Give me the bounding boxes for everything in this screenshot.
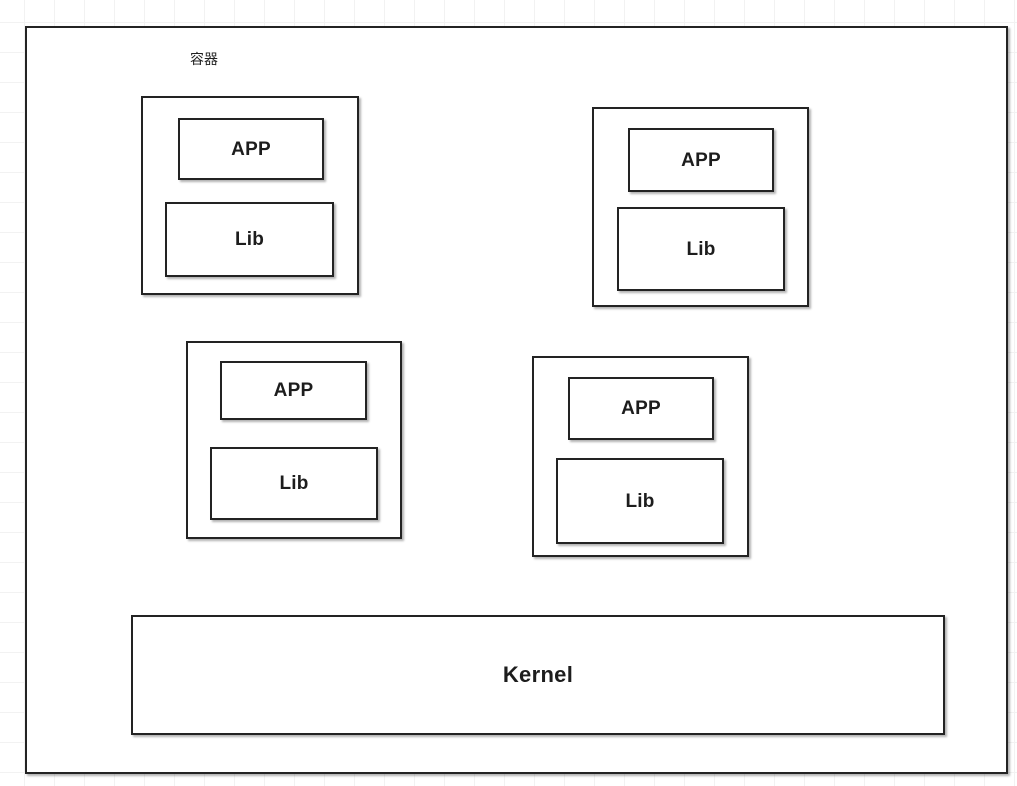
app-label-3: APP [273, 380, 314, 401]
lib-box-2[interactable]: Lib [617, 207, 785, 291]
lib-label-2: Lib [686, 238, 716, 260]
app-label-4: APP [621, 398, 661, 419]
app-label-1: APP [231, 138, 271, 160]
lib-label-4: Lib [625, 490, 655, 512]
lib-box-1[interactable]: Lib [165, 202, 334, 277]
lib-box-4[interactable]: Lib [556, 458, 724, 544]
container-caption-label: 容器 [190, 51, 218, 67]
kernel-label: Kernel [502, 662, 574, 687]
app-box-3[interactable]: APP [220, 361, 367, 420]
app-box-1[interactable]: APP [178, 118, 324, 180]
lib-box-3[interactable]: Lib [210, 447, 378, 520]
app-box-4[interactable]: APP [568, 377, 714, 440]
app-label-2: APP [681, 149, 721, 171]
lib-label-1: Lib [234, 229, 265, 250]
lib-label-3: Lib [279, 473, 309, 494]
app-box-2[interactable]: APP [628, 128, 774, 192]
kernel-box[interactable]: Kernel [131, 615, 945, 735]
